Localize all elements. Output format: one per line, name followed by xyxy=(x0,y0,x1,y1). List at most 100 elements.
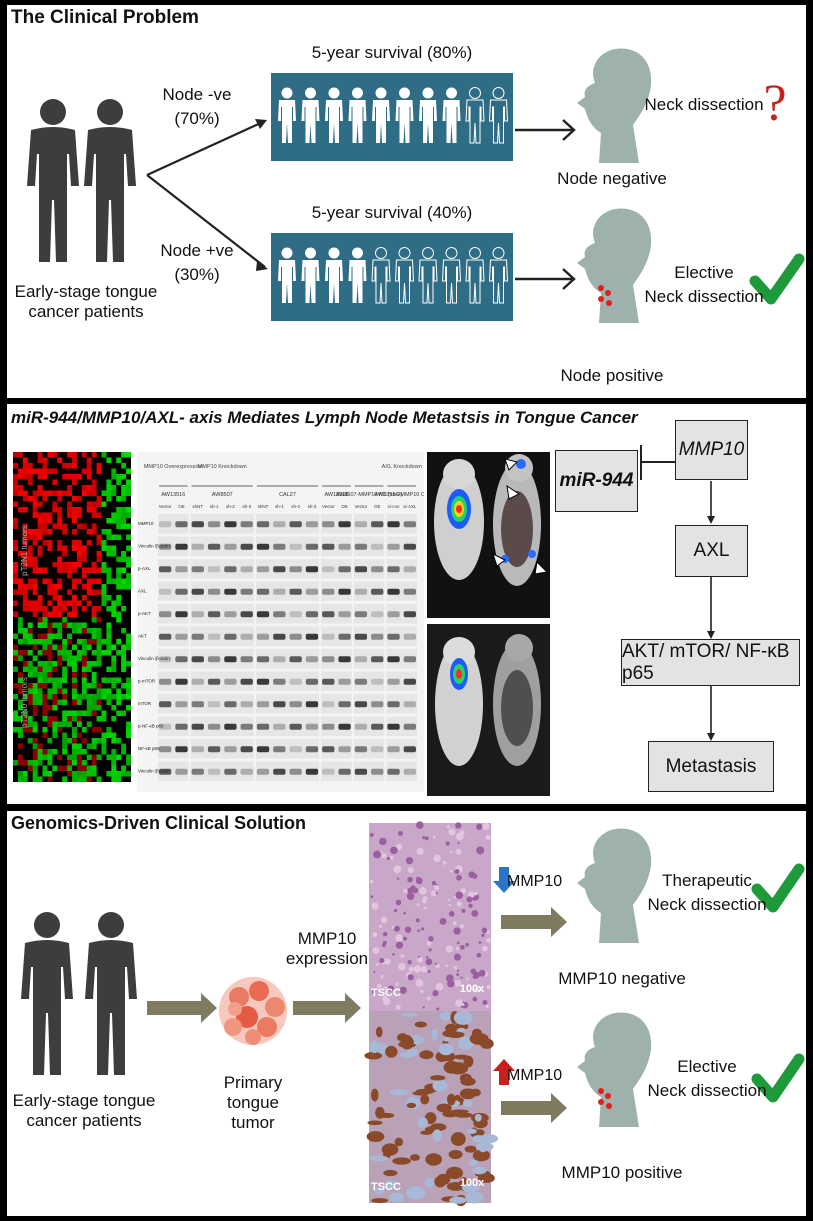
tscc-label: TSCC xyxy=(371,987,401,999)
blot-lane-label: Vector xyxy=(159,504,172,509)
heatmap-group-label: pT2N0 tumors xyxy=(20,677,29,728)
check-icon xyxy=(751,1053,805,1103)
patient-icon xyxy=(85,912,137,1075)
clinical-solution-panel: Genomics-Driven Clinical Solution xyxy=(7,811,806,1216)
mmp10-up-label: MMP10 xyxy=(507,1067,563,1084)
blot-cell-line: CAL27 xyxy=(279,492,296,498)
person-icon xyxy=(278,247,296,303)
arrow-icon xyxy=(147,907,567,1123)
person-icon xyxy=(442,247,461,304)
blot-row-label: Vinculin /β-actin xyxy=(138,769,170,774)
person-icon xyxy=(372,87,390,143)
panel-title: miR-944/MMP10/AXL- axis Mediates Lymph N… xyxy=(11,408,638,427)
person-icon xyxy=(348,87,367,143)
blot-cell-line: AW13516 xyxy=(324,492,348,498)
survival-bottom-label: 5-year survival (40%) xyxy=(311,203,473,222)
decision-top-line1: Therapeutic xyxy=(662,871,752,890)
blot-row-label: p-AXL xyxy=(138,566,151,571)
survival-top-label: 5-year survival (80%) xyxy=(311,43,473,62)
person-icon xyxy=(395,247,414,304)
scale-label: 100x xyxy=(459,983,485,995)
blot-cell-line: AW8507-MMP10 KD (sh-2) xyxy=(336,492,403,498)
decision-bottom-line2: Neck dissection xyxy=(647,1081,767,1100)
blot-lane-label: Vector xyxy=(322,504,335,509)
blot-lane-label: shNT xyxy=(258,504,269,509)
mmp10-positive-result: MMP10 positive xyxy=(561,1163,683,1182)
node-negative-pct: (70%) xyxy=(174,109,220,128)
node-negative-label: Node -ve xyxy=(162,85,232,104)
person-icon xyxy=(325,87,343,143)
blot-lane-label: si-con xyxy=(388,504,401,509)
patients-label: Early-stage tongue cancer patients xyxy=(12,1091,156,1131)
person-icon xyxy=(465,247,485,304)
blot-row-label: AKT xyxy=(138,634,147,639)
panel-title: The Clinical Problem xyxy=(11,7,199,28)
arrow-up-icon xyxy=(493,1059,515,1085)
person-icon xyxy=(348,247,367,303)
blot-row-label: NF-κB p65 xyxy=(138,746,160,751)
blot-group-label: AXL Knockdown xyxy=(382,464,422,470)
blot-row-label: MMP10 xyxy=(138,521,154,526)
blot-cell-line: AW13516 xyxy=(161,492,185,498)
axis-panel: miR-944/MMP10/AXL- axis Mediates Lymph N… xyxy=(7,404,806,804)
metastasis-box: Metastasis xyxy=(648,741,774,792)
pathway-box: AKT/ mTOR/ NF-κB p65 xyxy=(621,639,800,686)
panel1-graphics xyxy=(27,48,805,323)
person-icon xyxy=(419,87,437,143)
decision-bottom-line1: Elective xyxy=(677,1057,737,1076)
tumor-icon xyxy=(219,977,287,1045)
tscc-label: TSCC xyxy=(371,1181,401,1193)
survival-box-bottom xyxy=(271,233,513,321)
survival-box-top xyxy=(271,73,513,161)
blot-row-label: p-mTOR xyxy=(138,679,156,684)
node-positive-label: Node +ve xyxy=(160,241,234,260)
tumor-label: Primary tongue tumor xyxy=(223,1073,283,1133)
blot-lane-label: sh-2 xyxy=(291,504,300,509)
blot-row-label: mTOR xyxy=(138,701,152,706)
blot-row-label: Vinculin /β-actin xyxy=(138,656,170,661)
person-icon xyxy=(465,87,485,144)
clinical-problem-panel: The Clinical Problem xyxy=(7,5,806,398)
blot-row-label: p-AKT xyxy=(138,611,151,616)
person-icon xyxy=(325,247,343,303)
blot-cell-line: AW13516-MMP10 OE xyxy=(375,492,424,498)
blot-lane-label: sh-1 xyxy=(275,504,284,509)
blot-cell-line: AW8507 xyxy=(212,492,233,498)
panel-title: Genomics-Driven Clinical Solution xyxy=(11,813,307,833)
decision-top-line2: Neck dissection xyxy=(647,895,767,914)
head-mmp10-negative-icon xyxy=(577,828,652,943)
person-icon xyxy=(418,247,438,304)
blot-lane-label: OE xyxy=(341,504,348,509)
blot-row-label: p-NF-κB p65 xyxy=(138,724,164,729)
blot-lane-label: OE xyxy=(178,504,185,509)
patient-icon xyxy=(84,99,136,262)
blot-lane-label: OE xyxy=(374,504,381,509)
person-icon xyxy=(395,87,414,143)
person-icon xyxy=(278,87,296,143)
person-icon xyxy=(489,247,508,304)
mir944-box: miR-944 xyxy=(555,450,638,512)
blot-lane-label: sh-1 xyxy=(210,504,219,509)
mmp10-negative-result: MMP10 negative xyxy=(558,969,686,988)
person-icon xyxy=(301,247,320,303)
decision-top: Neck dissection xyxy=(644,95,764,114)
node-negative-result: Node negative xyxy=(557,169,667,188)
panel3-graphics xyxy=(21,821,805,1207)
head-mmp10-positive-icon xyxy=(577,1012,652,1127)
blot-row-label: AXL xyxy=(138,589,147,594)
person-icon xyxy=(301,87,320,143)
person-icon xyxy=(442,87,461,143)
check-icon xyxy=(749,253,805,305)
blot-lane-label: sh-2 xyxy=(226,504,235,509)
blot-lane-label: shNT xyxy=(192,504,203,509)
node-positive-pct: (30%) xyxy=(174,265,220,284)
blot-lane-label: sh-3 xyxy=(308,504,317,509)
blot-lane-label: sh-3 xyxy=(242,504,251,509)
node-positive-result: Node positive xyxy=(560,366,664,385)
mmp10-box: MMP10 xyxy=(675,420,748,480)
blot-row-label: Vinculin /β-actin xyxy=(138,544,170,549)
decision-bottom-line1: Elective xyxy=(674,263,734,282)
person-icon xyxy=(489,87,508,144)
patient-icon xyxy=(27,99,79,262)
